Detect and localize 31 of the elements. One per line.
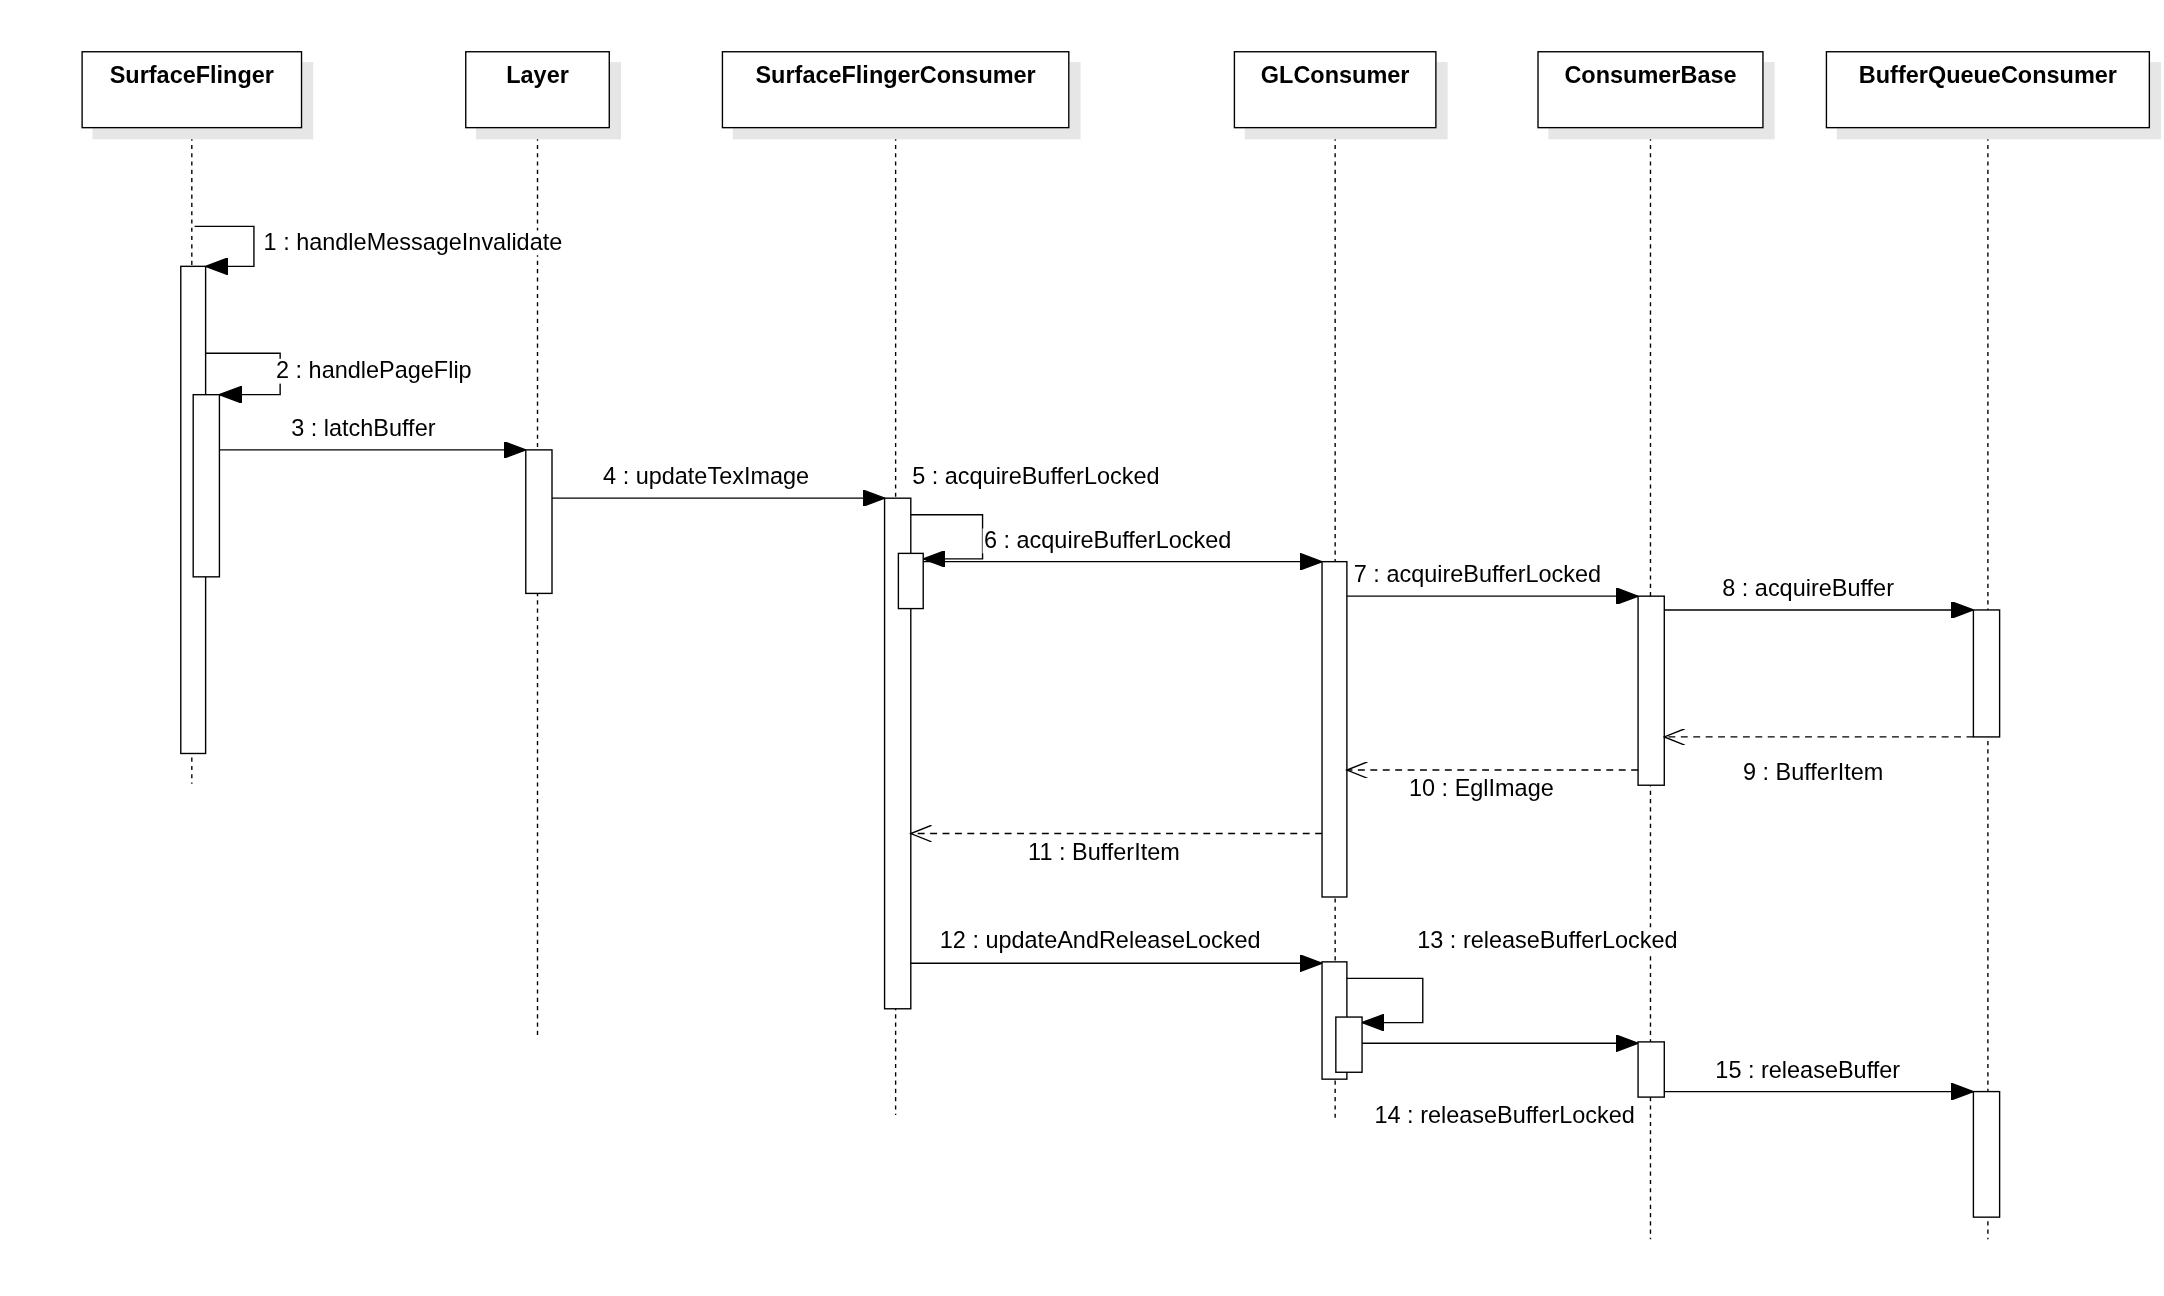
activation-bar	[1637, 595, 1665, 786]
message-arrow	[1346, 761, 1639, 779]
message-arrow	[922, 552, 1323, 571]
message-arrow	[910, 824, 1323, 843]
activation-bar	[1972, 1090, 2001, 1218]
message-label: 4 : updateTexImage	[601, 465, 811, 490]
activation-bar	[1637, 1041, 1665, 1098]
message-label: 5 : acquireBufferLocked	[910, 465, 1161, 490]
activation-bar	[192, 394, 221, 578]
message-label: 1 : handleMessageInvalidate	[262, 230, 564, 256]
message-arrow	[1663, 1082, 1975, 1101]
message-label: 7 : acquireBufferLocked	[1352, 563, 1603, 588]
message-arrow	[1361, 1034, 1639, 1053]
message-arrow	[551, 489, 886, 508]
message-arrow	[1346, 977, 1424, 1032]
message-label: 2 : handlePageFlip	[274, 358, 474, 384]
activation-bar	[1972, 609, 2001, 738]
message-arrow	[218, 440, 527, 459]
activation-bar	[1335, 1016, 1363, 1073]
message-label: 6 : acquireBufferLocked	[982, 528, 1233, 554]
activation-bar	[1321, 560, 1348, 898]
message-label: 10 : EglImage	[1407, 776, 1556, 802]
message-arrow	[910, 954, 1323, 973]
message-arrow	[1346, 587, 1639, 606]
message-arrow	[193, 225, 255, 276]
activation-bar	[883, 497, 912, 1010]
message-arrow	[1663, 727, 1975, 746]
activation-bar	[897, 552, 924, 610]
activation-bar	[525, 449, 553, 595]
message-arrow	[1663, 601, 1975, 619]
message-label: 8 : acquireBuffer	[1720, 576, 1896, 602]
